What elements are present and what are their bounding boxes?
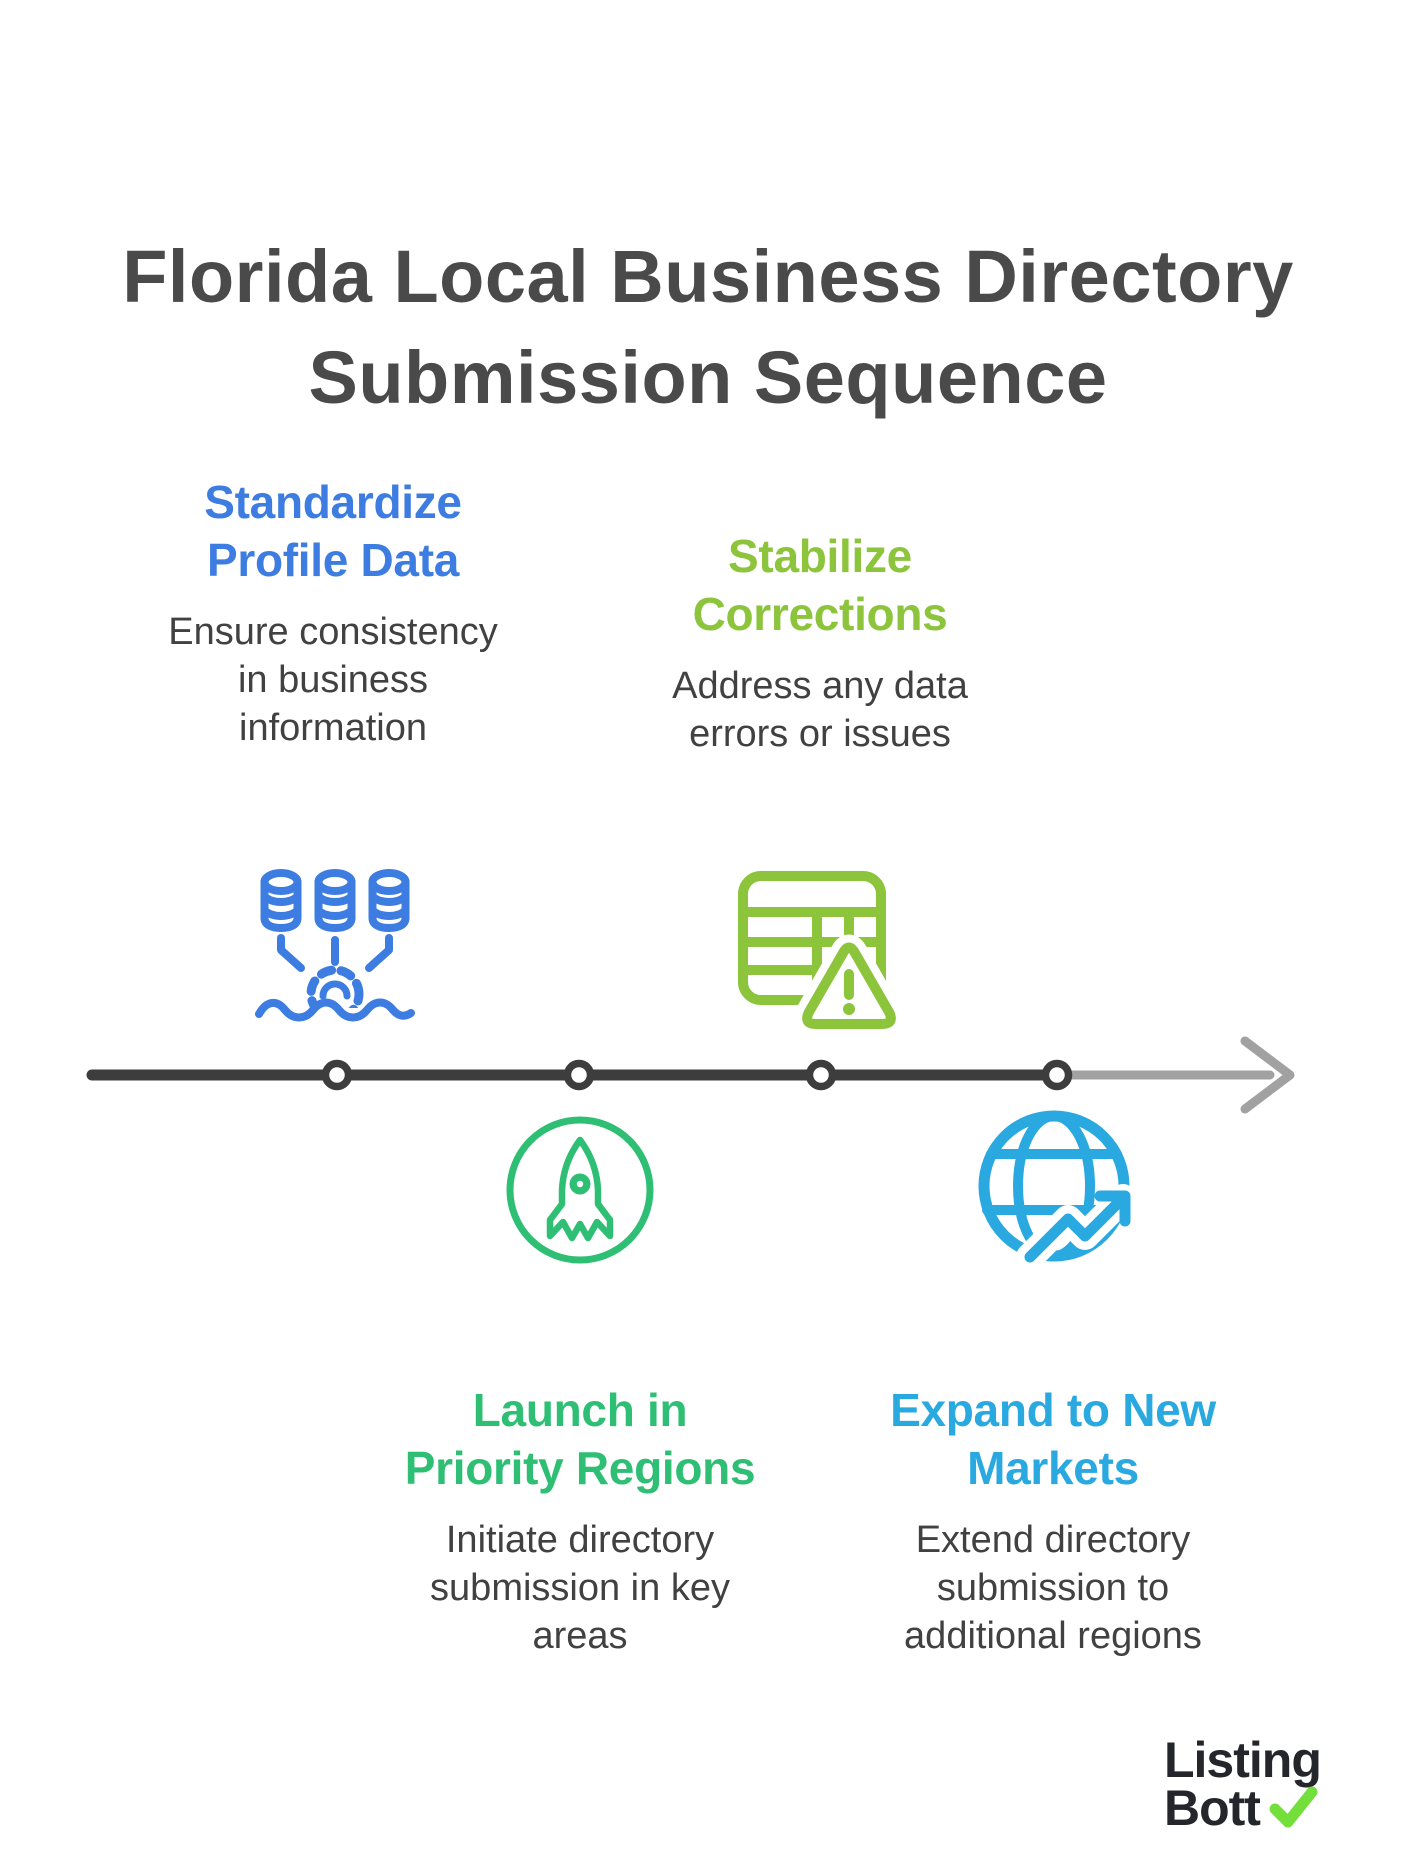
table-warning-icon — [731, 854, 907, 1038]
databases-merge-icon — [253, 866, 417, 1030]
step-title: Standardize Profile Data — [204, 476, 462, 586]
step-expand-new-markets: Expand to New Markets Extend directory s… — [890, 1381, 1216, 1660]
timeline-node — [321, 1059, 353, 1091]
logo-text-bott: Bott — [1164, 1780, 1261, 1836]
timeline-node — [1041, 1059, 1073, 1091]
timeline — [86, 1036, 1295, 1114]
step-description: Ensure consistency in business informati… — [168, 611, 498, 749]
timeline-node — [563, 1059, 595, 1091]
step-title: Launch in Priority Regions — [404, 1384, 756, 1494]
check-icon — [1266, 1783, 1320, 1829]
step-stabilize-corrections: Stabilize Corrections Address any data e… — [672, 527, 968, 758]
globe-growth-icon — [968, 1100, 1158, 1278]
page-title: Florida Local Business Directory Submiss… — [122, 234, 1294, 419]
step-standardize-profile-data: Standardize Profile Data Ensure consiste… — [168, 473, 498, 752]
step-title: Expand to New Markets — [890, 1384, 1216, 1494]
logo: Listing Bott — [1164, 1732, 1322, 1836]
step-description: Initiate directory submission in key are… — [430, 1519, 730, 1657]
step-title: Stabilize Corrections — [692, 530, 948, 640]
timeline-node — [805, 1059, 837, 1091]
step-launch-priority-regions: Launch in Priority Regions Initiate dire… — [405, 1381, 756, 1660]
logo-text-listing: Listing — [1164, 1732, 1322, 1788]
step-description: Address any data errors or issues — [672, 665, 968, 755]
timeline-arrow-icon — [1240, 1036, 1295, 1114]
rocket-icon — [502, 1112, 658, 1268]
step-description: Extend directory submission to additiona… — [904, 1519, 1202, 1657]
